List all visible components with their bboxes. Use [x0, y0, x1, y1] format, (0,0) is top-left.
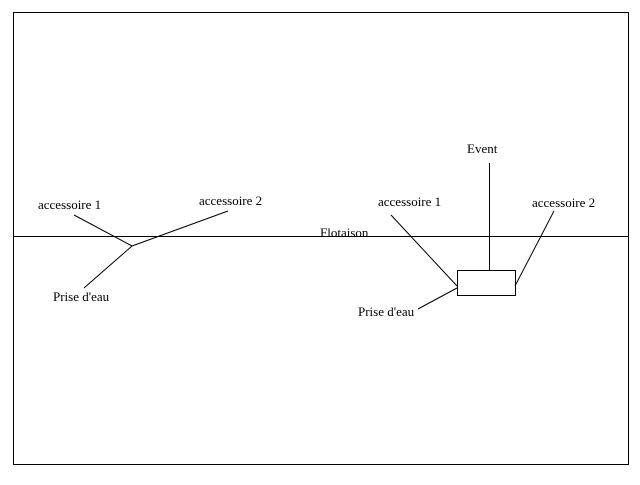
left-setup: accessoire 1 accessoire 2 Prise d'eau: [38, 193, 262, 304]
right-accessory-2-label: accessoire 2: [532, 195, 595, 210]
right-accessory-1-label: accessoire 1: [378, 194, 441, 209]
right-water-intake-label: Prise d'eau: [358, 304, 415, 319]
diagram-frame: [13, 12, 629, 465]
left-water-intake-line: [83, 245, 133, 289]
left-accessory-2-label: accessoire 2: [199, 193, 262, 208]
right-setup: Event accessoire 1 accessoire 2 Prise d'…: [358, 141, 595, 319]
left-accessory-2-line: [131, 210, 229, 247]
left-accessory-1-label: accessoire 1: [38, 197, 101, 212]
right-box: [457, 270, 516, 296]
waterline-label: Flotaison: [320, 225, 369, 240]
right-water-intake-line: [417, 287, 458, 310]
left-water-intake-label: Prise d'eau: [53, 289, 110, 304]
right-accessory-1-line: [390, 214, 458, 287]
right-vent-label: Event: [467, 141, 498, 156]
right-accessory-2-line: [514, 210, 555, 287]
left-accessory-1-line: [73, 214, 133, 247]
